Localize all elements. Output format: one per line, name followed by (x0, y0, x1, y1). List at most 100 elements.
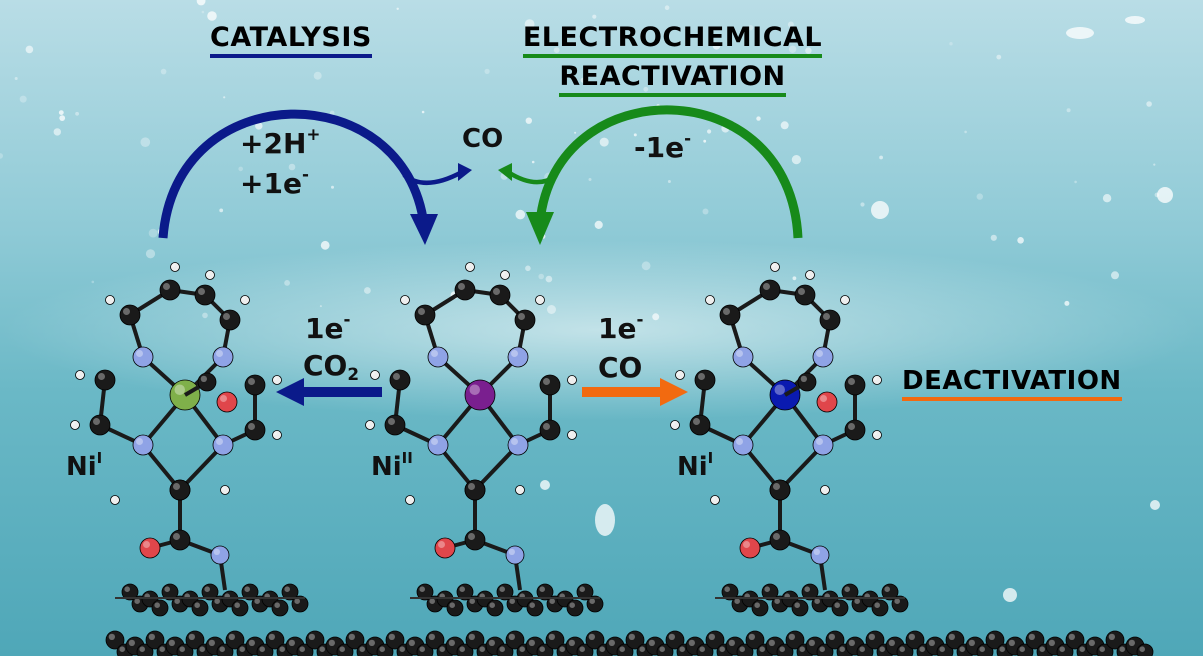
hydrogen-atom-highlight (111, 496, 116, 500)
bubble (525, 265, 531, 272)
hydrogen-atom (370, 370, 380, 380)
oxygen-atom-highlight (220, 395, 227, 402)
hydrogen-atom-highlight (406, 496, 410, 500)
hydrogen-atom-highlight (711, 496, 715, 500)
graphene-sheet-atom-highlight (508, 633, 515, 640)
bubble (592, 14, 597, 19)
carbon-atom-highlight (173, 533, 180, 540)
hydrogen-atom-highlight (371, 371, 375, 375)
graphene-flake-atom (801, 583, 819, 601)
graphene-sheet-atom-highlight (639, 646, 645, 652)
heading-deactivation: DEACTIVATION (902, 368, 1122, 401)
bubble (805, 47, 812, 54)
bubble (1102, 194, 1112, 203)
bubble (1157, 187, 1173, 203)
hydrogen-atom-highlight (806, 271, 810, 275)
graphene-flake-atom-highlight (134, 598, 140, 604)
graphene-sheet-atom-highlight (299, 646, 306, 652)
graphene-sheet-atom-highlight (979, 646, 985, 652)
nitrogen-atom (212, 346, 234, 368)
graphene-flake-atom (151, 599, 169, 617)
carbon-atom (844, 419, 866, 441)
carbon-atom-highlight (248, 378, 255, 385)
hydrogen-atom (105, 295, 115, 305)
oxygen-atom (739, 537, 761, 559)
carbon-atom-highlight (518, 313, 525, 320)
graphene-flake-atom-highlight (834, 602, 840, 608)
hydrogen-atom-highlight (706, 296, 710, 300)
molecules (70, 262, 1154, 660)
graphene-sheet-atom-highlight (259, 646, 266, 652)
graphene-sheet-atom (505, 630, 525, 650)
graphene-sheet-atom-highlight (728, 639, 735, 646)
graphene-sheet-atom-highlight (699, 646, 705, 652)
graphene-sheet-atom (1025, 630, 1045, 650)
carbon-atom-highlight (458, 283, 465, 290)
carbon-atom (759, 279, 781, 301)
bubble (1125, 16, 1145, 24)
graphene-sheet-atom-highlight (619, 646, 625, 652)
nickel-atom-highlight (774, 384, 785, 395)
graphene-sheet-atom-highlight (919, 646, 925, 652)
graphene-sheet-atom-highlight (939, 646, 945, 652)
carbon-atom-highlight (493, 288, 500, 295)
hydrogen-atom-highlight (171, 263, 175, 267)
graphene-sheet-atom-highlight (1108, 633, 1115, 640)
carbon-atom (244, 419, 266, 441)
graphene-sheet-atom-highlight (359, 646, 366, 652)
graphene-sheet-atom-highlight (599, 646, 605, 652)
bubble (515, 209, 526, 220)
graphene-sheet-atom-highlight (679, 646, 685, 652)
graphene-sheet-atom-highlight (368, 639, 375, 646)
graphene-sheet-atom-highlight (899, 646, 905, 652)
graphene-flake-atom-highlight (214, 598, 220, 604)
hydrogen-atom (70, 420, 80, 430)
nitrogen-atom (427, 346, 449, 368)
graphene-sheet-atom (145, 630, 165, 650)
graphene-sheet-atom-highlight (1079, 646, 1085, 652)
hydrogen-atom-highlight (76, 371, 81, 375)
bubble (140, 137, 151, 147)
oxygen-atom (139, 537, 161, 559)
hydrogen-atom (205, 270, 215, 280)
hydrogen-atom (567, 430, 577, 440)
carbon-atom (159, 279, 181, 301)
nitrogen-atom-highlight (511, 438, 518, 445)
carbon-atom-highlight (848, 378, 855, 385)
graphene-sheet-atom-highlight (859, 646, 865, 652)
graphene-sheet-atom-highlight (1119, 646, 1125, 652)
carbon-atom-highlight (848, 423, 855, 430)
graphene-sheet-atom-highlight (628, 633, 635, 640)
carbon-atom (194, 284, 216, 306)
label-proton: +2H+ (240, 124, 321, 160)
graphene-sheet-atom-highlight (539, 646, 545, 652)
carbon-atom (94, 369, 116, 391)
graphene-sheet-atom-highlight (228, 633, 236, 640)
bubble (964, 130, 967, 134)
graphene-flake-atom-highlight (754, 602, 760, 608)
graphene-flake-atom (291, 595, 309, 613)
hydrogen-atom (805, 270, 815, 280)
nitrogen-atom (507, 346, 529, 368)
graphene-flake-atom-highlight (894, 598, 900, 604)
hydrogen-atom (770, 262, 780, 272)
carbon-atom-highlight (798, 288, 805, 295)
bubble (284, 280, 290, 286)
hydrogen-atom-highlight (366, 421, 370, 425)
nitrogen-atom-highlight (136, 350, 143, 357)
graphene-flake-atom-highlight (194, 602, 200, 608)
graphene-flake-atom (201, 583, 219, 601)
graphene-flake-atom (191, 599, 209, 617)
hydrogen-atom (705, 295, 715, 305)
bubble (313, 71, 322, 80)
graphene-sheet-atom (945, 630, 965, 650)
bubble (201, 10, 205, 14)
nitrogen-atom (210, 545, 230, 565)
nitrogen-atom (812, 434, 834, 456)
nitrogen-atom-highlight (216, 350, 223, 357)
bubble (91, 280, 95, 284)
label-ni-deactivated: NiI (677, 449, 714, 482)
carbon-atom-highlight (723, 308, 730, 315)
nitrogen-atom-highlight (431, 438, 438, 445)
hydrogen-atom-highlight (676, 371, 680, 375)
